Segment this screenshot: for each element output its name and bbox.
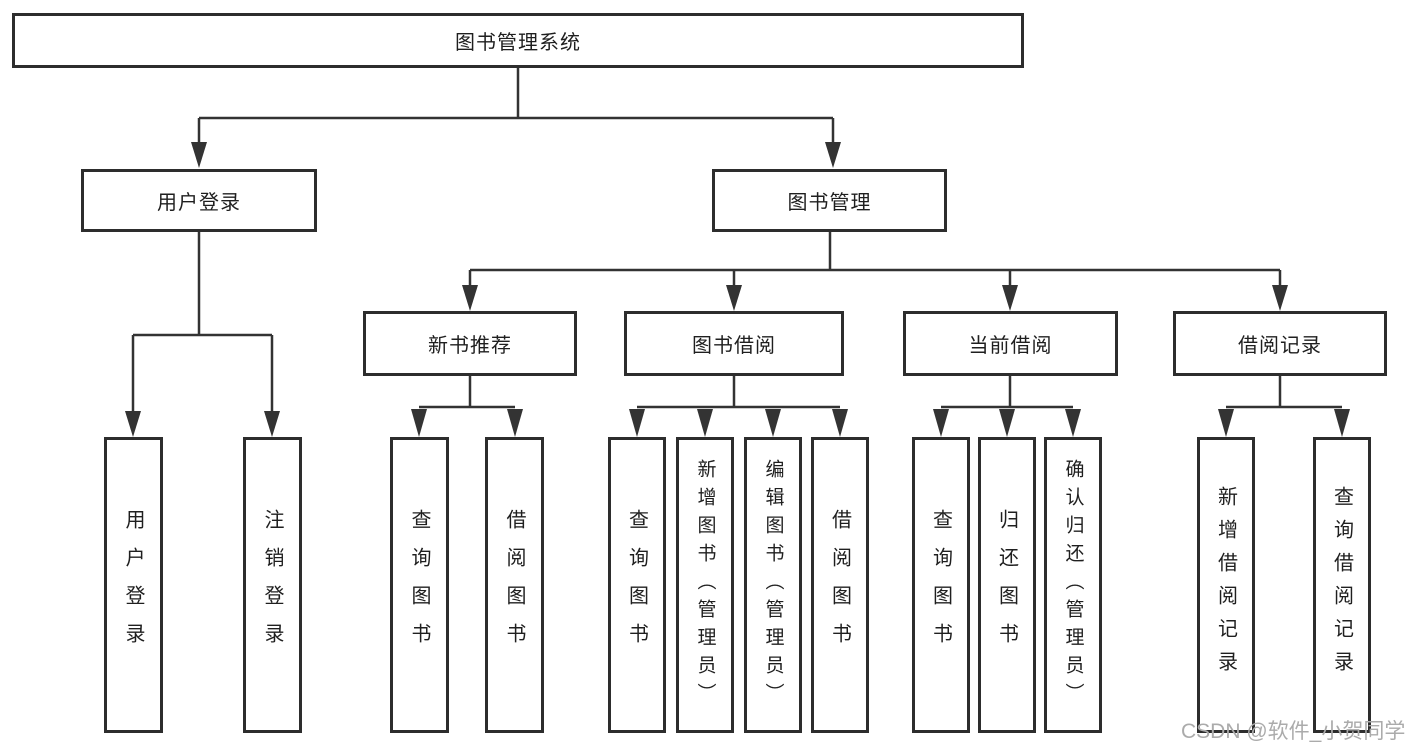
module-node-label: 借阅记录 bbox=[1238, 335, 1322, 357]
root-node-system: 图书管理系统 bbox=[12, 13, 1024, 68]
leaf-node-label: 新增借阅记录 bbox=[1214, 486, 1237, 684]
leaf-node-query-borrow-record: 查询借阅记录 bbox=[1313, 437, 1371, 733]
leaf-node-label: 查询图书 bbox=[929, 509, 952, 661]
leaf-node-edit-books-admin: 编辑图书（管理员） bbox=[744, 437, 802, 733]
arrowhead-icon bbox=[1272, 285, 1288, 311]
watermark: CSDN @软件_小贺同学 bbox=[1181, 720, 1405, 743]
arrowhead-icon bbox=[933, 409, 949, 437]
leaf-node-add-books-admin: 新增图书（管理员） bbox=[676, 437, 734, 733]
arrowhead-icon bbox=[411, 409, 427, 437]
arrowheads bbox=[125, 142, 1350, 437]
leaf-node-query-books: 查询图书 bbox=[912, 437, 970, 733]
arrowhead-icon bbox=[1218, 409, 1234, 437]
arrowhead-icon bbox=[726, 285, 742, 311]
leaf-node-add-borrow-record: 新增借阅记录 bbox=[1197, 437, 1255, 733]
leaf-node-label: 借阅图书 bbox=[828, 509, 851, 661]
arrowhead-icon bbox=[629, 409, 645, 437]
leaf-node-query-books: 查询图书 bbox=[390, 437, 449, 733]
arrowhead-icon bbox=[1065, 409, 1081, 437]
arrowhead-icon bbox=[999, 409, 1015, 437]
module-node-label: 当前借阅 bbox=[968, 335, 1053, 357]
leaf-node-return-books: 归还图书 bbox=[978, 437, 1036, 733]
leaf-node-label: 注销登录 bbox=[261, 509, 283, 661]
leaf-node-borrow-books: 借阅图书 bbox=[485, 437, 544, 733]
arrowhead-icon bbox=[264, 411, 280, 437]
arrowhead-icon bbox=[507, 409, 523, 437]
leaf-node-label: 用户登录 bbox=[122, 509, 144, 661]
leaf-node-logout: 注销登录 bbox=[243, 437, 302, 733]
arrowhead-icon bbox=[832, 409, 848, 437]
arrowhead-icon bbox=[462, 285, 478, 311]
leaf-node-label: 确认归还（管理员） bbox=[1062, 459, 1084, 711]
root-node-label: 图书管理系统 bbox=[455, 32, 581, 54]
branch-node-book-management: 图书管理 bbox=[712, 169, 947, 232]
leaf-node-user-login: 用户登录 bbox=[104, 437, 163, 733]
arrowhead-icon bbox=[1002, 285, 1018, 311]
module-node-book-borrow: 图书借阅 bbox=[624, 311, 844, 376]
arrowhead-icon bbox=[125, 411, 141, 437]
leaf-node-label: 查询图书 bbox=[408, 509, 430, 661]
module-node-current-borrow: 当前借阅 bbox=[903, 311, 1118, 376]
arrowhead-icon bbox=[825, 142, 841, 168]
arrowhead-icon bbox=[697, 409, 713, 437]
arrowhead-icon bbox=[191, 142, 207, 168]
module-node-label: 图书借阅 bbox=[692, 335, 776, 357]
leaf-node-borrow-books: 借阅图书 bbox=[811, 437, 869, 733]
module-node-label: 新书推荐 bbox=[428, 335, 512, 357]
connector-lines bbox=[131, 68, 1342, 413]
arrowhead-icon bbox=[1334, 409, 1350, 437]
module-node-borrow-records: 借阅记录 bbox=[1173, 311, 1387, 376]
branch-node-label: 用户登录 bbox=[157, 192, 241, 214]
leaf-node-confirm-return-admin: 确认归还（管理员） bbox=[1044, 437, 1102, 733]
module-node-new-book-recommend: 新书推荐 bbox=[363, 311, 577, 376]
arrowhead-icon bbox=[765, 409, 781, 437]
leaf-node-label: 编辑图书（管理员） bbox=[762, 459, 784, 711]
leaf-node-label: 归还图书 bbox=[995, 509, 1018, 661]
leaf-node-label: 借阅图书 bbox=[503, 509, 525, 661]
leaf-node-query-books: 查询图书 bbox=[608, 437, 666, 733]
branch-node-user-login: 用户登录 bbox=[81, 169, 317, 232]
leaf-node-label: 新增图书（管理员） bbox=[694, 459, 716, 711]
leaf-node-label: 查询图书 bbox=[625, 509, 648, 661]
leaf-node-label: 查询借阅记录 bbox=[1330, 486, 1353, 684]
branch-node-label: 图书管理 bbox=[787, 192, 872, 214]
